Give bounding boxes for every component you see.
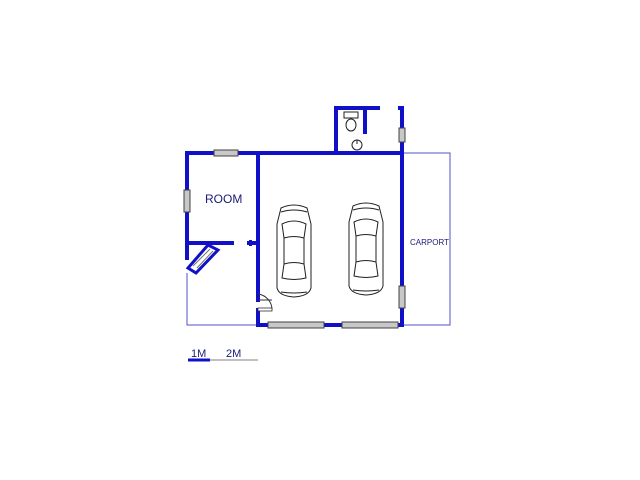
scale-bar: 1M 2M xyxy=(188,348,258,362)
window-left xyxy=(183,189,191,213)
scale-label-2m: 2M xyxy=(226,348,241,360)
carport-label: CARPORT xyxy=(410,238,449,247)
window-bottom-2 xyxy=(341,321,399,329)
door-swing-icon xyxy=(257,293,273,312)
window-right-1 xyxy=(398,127,406,143)
window-top xyxy=(213,149,239,157)
toilet-icon xyxy=(343,111,359,132)
window-bottom-1 xyxy=(267,321,325,329)
wall-stub xyxy=(249,240,252,246)
car-icon xyxy=(276,204,312,298)
basin-icon xyxy=(351,139,363,151)
room-outline xyxy=(186,273,258,326)
room-label: ROOM xyxy=(205,192,242,206)
car-icon xyxy=(348,202,384,296)
stair-icon xyxy=(185,243,221,275)
window-right-2 xyxy=(398,285,406,309)
scale-label-1m: 1M xyxy=(191,348,206,360)
